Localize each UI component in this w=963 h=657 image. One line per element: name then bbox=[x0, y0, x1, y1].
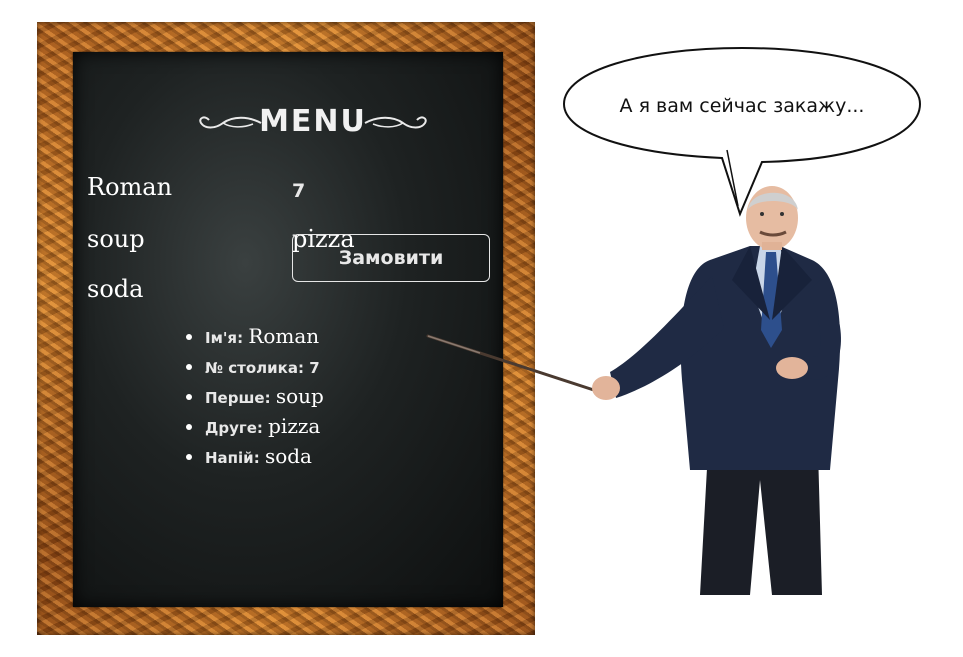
list-item: Перше: soup bbox=[205, 382, 324, 412]
list-item: № столика: 7 bbox=[205, 352, 324, 382]
chalkboard-frame: MENU Roman 7 soup pizza soda Замовити Ім… bbox=[37, 22, 535, 635]
table-number-value[interactable]: 7 bbox=[292, 180, 306, 202]
summary-label: № столика bbox=[205, 359, 298, 377]
list-item: Ім'я: Roman bbox=[205, 322, 324, 352]
order-button[interactable]: Замовити bbox=[292, 234, 490, 282]
speech-bubble bbox=[562, 46, 922, 217]
order-summary-list: Ім'я: Roman № столика: 7 Перше: soup Дру… bbox=[183, 322, 324, 472]
summary-label: Перше bbox=[205, 389, 265, 407]
drink-value[interactable]: soda bbox=[87, 275, 144, 303]
second-course-value[interactable]: pizza bbox=[292, 225, 355, 253]
speech-bubble-text: А я вам сейчас закажу... bbox=[619, 95, 865, 117]
summary-value: Roman bbox=[248, 324, 320, 348]
list-item: Друге: pizza bbox=[205, 412, 324, 442]
summary-label: Напій bbox=[205, 449, 254, 467]
presenter-figure bbox=[426, 186, 842, 595]
swirl-ornament-icon bbox=[199, 116, 262, 129]
summary-label: Ім'я bbox=[205, 329, 238, 347]
name-value[interactable]: Roman bbox=[87, 173, 173, 201]
list-item: Напій: soda bbox=[205, 442, 324, 472]
summary-value: soup bbox=[275, 384, 324, 408]
swirl-ornament-icon bbox=[364, 116, 427, 129]
menu-heading: MENU bbox=[193, 102, 433, 142]
summary-label: Друге bbox=[205, 419, 257, 437]
menu-title: MENU bbox=[259, 104, 367, 139]
summary-value: soda bbox=[264, 444, 312, 468]
summary-value: pizza bbox=[268, 414, 321, 438]
summary-value: 7 bbox=[309, 359, 320, 377]
chalkboard: MENU Roman 7 soup pizza soda Замовити Ім… bbox=[73, 52, 503, 607]
first-course-value[interactable]: soup bbox=[87, 225, 145, 253]
